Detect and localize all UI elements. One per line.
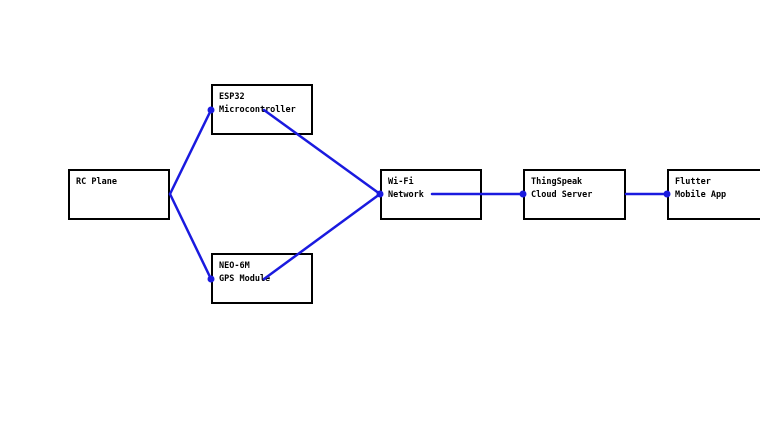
node-rc-plane-label: RC Plane [76, 177, 117, 187]
node-rc-plane: RC Plane [68, 169, 170, 220]
node-esp32: ESP32 Microcontroller [211, 84, 313, 135]
node-thingspeak: ThingSpeak Cloud Server [523, 169, 626, 220]
node-neo6m-title: NEO-6M [219, 261, 250, 271]
node-wifi-title: Wi-Fi [388, 177, 414, 187]
node-wifi-subtitle: Network [388, 189, 424, 200]
node-neo6m: NEO-6M GPS Module [211, 253, 313, 304]
node-flutter: Flutter Mobile App [667, 169, 760, 220]
node-thingspeak-title: ThingSpeak [531, 177, 583, 187]
node-esp32-title: ESP32 [219, 92, 245, 102]
edge-rc-to-neo6m [168, 192, 213, 281]
node-esp32-subtitle: Microcontroller [219, 104, 296, 115]
node-wifi: Wi-Fi Network [380, 169, 482, 220]
edge-rc-to-esp32 [168, 108, 213, 196]
node-neo6m-subtitle: GPS Module [219, 273, 271, 284]
node-flutter-title: Flutter [675, 177, 711, 187]
node-flutter-subtitle: Mobile App [675, 189, 727, 200]
node-thingspeak-subtitle: Cloud Server [531, 189, 593, 200]
